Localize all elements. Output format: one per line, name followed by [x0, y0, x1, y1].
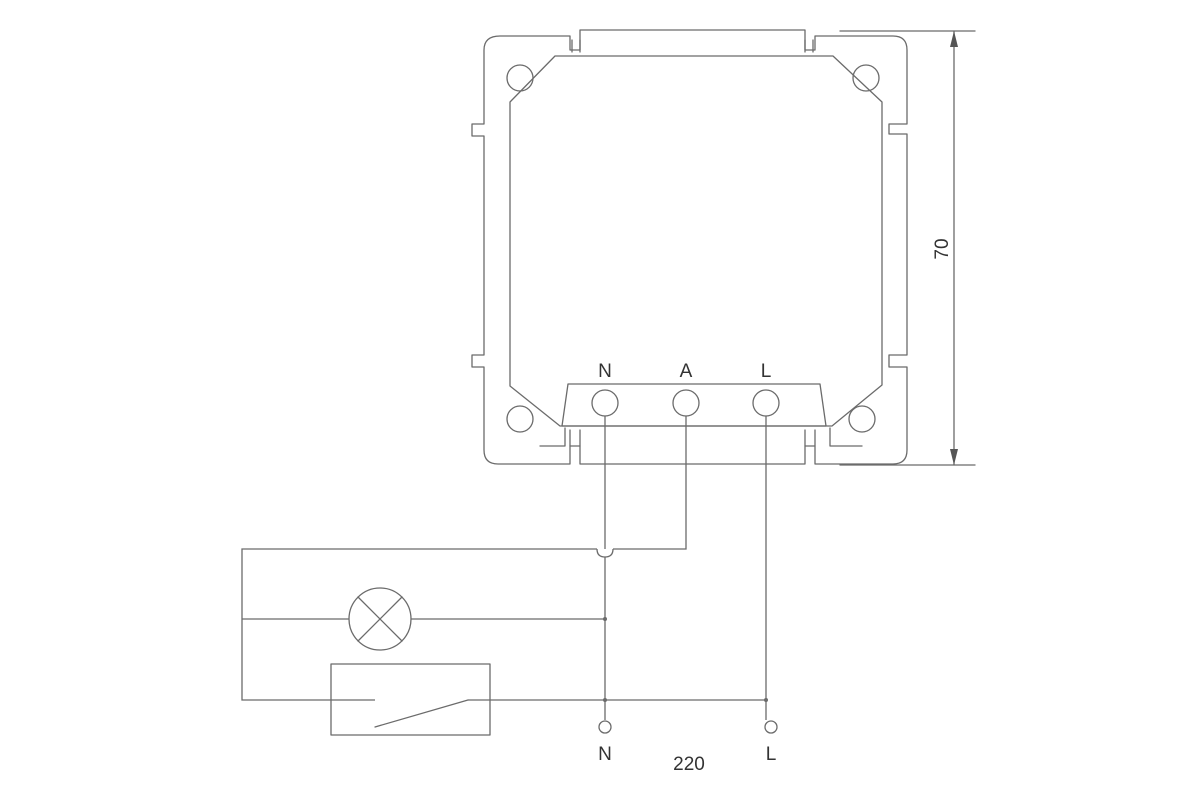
screw-hole-top-left [506, 64, 534, 92]
supply-voltage-label: 220 [673, 754, 705, 775]
terminal-label-n: N [598, 361, 612, 382]
frame-bottom-notches [569, 429, 816, 447]
supply-terminal-n-icon [598, 720, 612, 734]
terminal-n-screw [591, 389, 619, 417]
terminal-label-l: L [761, 361, 772, 382]
frame-bottom-ledge [539, 427, 863, 447]
screw-hole-bottom-right [848, 405, 876, 433]
dimension-arrow-bottom [950, 449, 958, 465]
dimension-70: 70 [839, 30, 976, 466]
junction-n-lamp [603, 617, 607, 621]
wire-a [241, 416, 687, 701]
junction-n-bottom [603, 698, 607, 702]
dimension-label: 70 [932, 238, 953, 259]
terminal-label-a: A [680, 361, 693, 382]
supply-terminal-l-icon [764, 720, 778, 734]
junction-l-bottom [764, 698, 768, 702]
frame-outer [471, 29, 908, 465]
frame-top-notches [571, 39, 814, 53]
terminal-block [561, 383, 827, 427]
supply-label-n: N [598, 744, 612, 765]
wiring [241, 416, 768, 720]
switch-icon [330, 663, 491, 736]
dimension-arrow-top [950, 31, 958, 47]
screw-hole-bottom-left [506, 405, 534, 433]
terminal-l-screw [752, 389, 780, 417]
terminal-a-screw [672, 389, 700, 417]
lamp-icon [348, 587, 412, 651]
supply-label-l: L [766, 744, 777, 765]
screw-hole-top-right [852, 64, 880, 92]
device-frame [471, 29, 908, 465]
wire-crossing-hop [596, 548, 614, 558]
frame-inner [509, 55, 883, 427]
